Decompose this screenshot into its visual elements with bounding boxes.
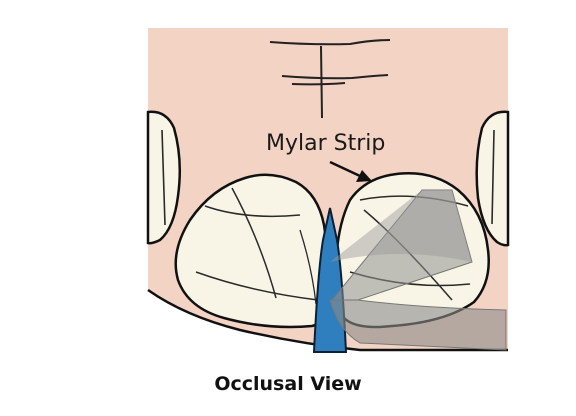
palatal-rugae — [269, 39, 391, 119]
annotation-arrow — [329, 160, 372, 182]
mylar-strip-label: Mylar Strip — [266, 131, 385, 156]
view-caption: Occlusal View — [214, 373, 362, 395]
left-lateral-incisor — [146, 110, 182, 245]
left-central-incisor — [174, 173, 332, 329]
mylar-strip — [329, 189, 507, 351]
right-lateral-incisor — [475, 110, 510, 247]
